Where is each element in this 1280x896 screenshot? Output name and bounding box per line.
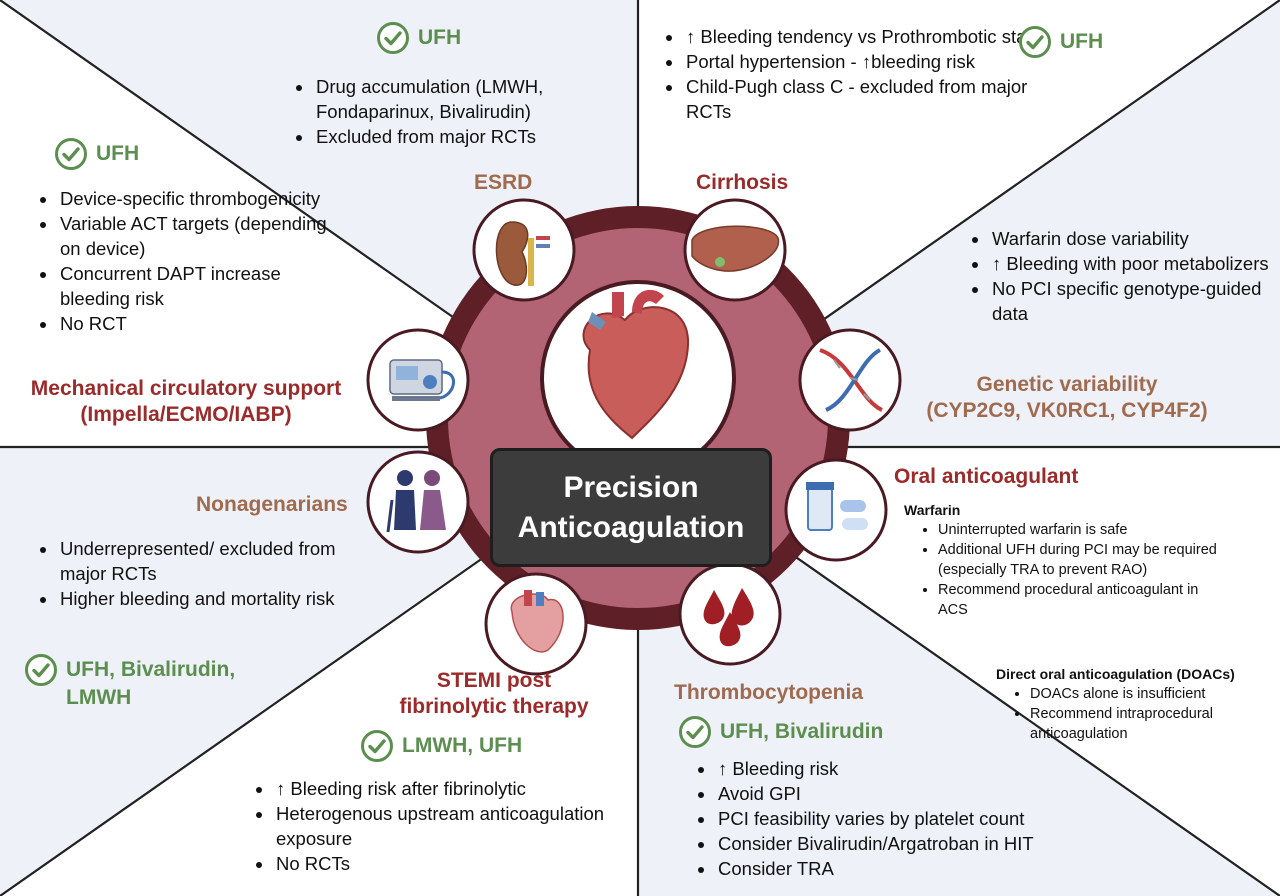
check-circle-icon	[377, 22, 409, 54]
list-item: ↑ Bleeding risk	[716, 756, 1136, 781]
mcs-title-line1: Mechanical circulatory support	[30, 377, 342, 400]
mcs-drug-row: UFH	[54, 138, 140, 171]
cirrhosis-title: Cirrhosis	[696, 171, 789, 194]
cirrhosis-drug: UFH	[1060, 30, 1104, 53]
list-item: Excluded from major RCTs	[314, 124, 604, 149]
list-item: ↑ Bleeding tendency vs Prothrombotic sta…	[684, 24, 1044, 49]
esrd-title: ESRD	[474, 171, 533, 194]
thrombo-bullets: ↑ Bleeding risk Avoid GPI PCI feasibilit…	[692, 756, 1136, 881]
mcs-bullets: Device-specific thrombogenicity Variable…	[34, 186, 348, 336]
list-item: No RCTs	[274, 851, 614, 876]
genetic-bullets: Warfarin dose variability ↑ Bleeding wit…	[966, 226, 1270, 326]
list-item: Avoid GPI	[716, 781, 1136, 806]
center-line2: Anticoagulation	[517, 510, 745, 544]
list-item: Child-Pugh class C - excluded from major…	[684, 74, 1044, 124]
mcs-drug: UFH	[96, 142, 140, 165]
nonagenarians-drug-row: UFH, Bivalirudin, LMWH	[24, 654, 235, 712]
list-item: Drug accumulation (LMWH, Fondaparinux, B…	[314, 74, 604, 124]
icon-circle-oral	[784, 458, 888, 562]
list-item: Device-specific thrombogenicity	[58, 186, 348, 211]
esrd-bullets: Drug accumulation (LMWH, Fondaparinux, B…	[290, 74, 604, 149]
oral-warfarin-bullets: Uninterrupted warfarin is safe Additiona…	[904, 520, 1228, 620]
mcs-title-line2: (Impella/ECMO/IABP)	[80, 403, 292, 426]
elderly-couple-icon	[386, 470, 446, 533]
stemi-drug: LMWH, UFH	[402, 734, 523, 757]
oral-warfarin-head: Warfarin	[904, 502, 961, 518]
list-item: Consider TRA	[716, 856, 1136, 881]
nonagenarians-drug-line2: LMWH	[66, 686, 132, 709]
stemi-title: STEMI post fibrinolytic therapy	[376, 668, 612, 720]
thrombo-drug-row: UFH, Bivalirudin	[678, 716, 884, 749]
genetic-title: Genetic variability (CYP2C9, VK0RC1, CYP…	[900, 372, 1234, 424]
list-item: Concurrent DAPT increase bleeding risk	[58, 261, 348, 311]
stemi-drug-row: LMWH, UFH	[360, 730, 523, 763]
list-item: DOACs alone is insufficient	[1030, 684, 1280, 704]
list-item: Variable ACT targets (depending on devic…	[58, 211, 348, 261]
nonagenarians-drug-line1: UFH, Bivalirudin,	[66, 658, 236, 681]
icon-circle-genetic	[798, 328, 902, 432]
list-item: Recommend intraprocedural anticoagulatio…	[1030, 704, 1280, 744]
list-item: No PCI specific genotype-guided data	[990, 276, 1270, 326]
stemi-bullets: ↑ Bleeding risk after fibrinolytic Heter…	[250, 776, 614, 876]
heart-anatomy-icon	[510, 590, 564, 653]
stemi-title-line2: fibrinolytic therapy	[399, 695, 589, 718]
check-circle-icon	[1019, 26, 1051, 58]
list-item: Consider Bivalirudin/Argatroban in HIT	[716, 831, 1136, 856]
list-item: Additional UFH during PCI may be require…	[938, 540, 1228, 580]
nonagenarians-drug: UFH, Bivalirudin, LMWH	[66, 656, 235, 712]
list-item: ↑ Bleeding risk after fibrinolytic	[274, 776, 614, 801]
list-item: PCI feasibility varies by platelet count	[716, 806, 1136, 831]
center-line1: Precision	[563, 470, 699, 504]
esrd-drug-row: UFH	[376, 22, 462, 55]
genetic-title-line1: Genetic variability	[976, 373, 1158, 396]
pill-bottle-icon	[806, 482, 868, 531]
list-item: Higher bleeding and mortality risk	[58, 586, 358, 611]
list-item: Warfarin dose variability	[990, 226, 1270, 251]
oral-doac-head: Direct oral anticoagulation (DOACs)	[996, 666, 1235, 682]
list-item: Uninterrupted warfarin is safe	[938, 520, 1228, 540]
blood-drops-icon	[703, 588, 754, 647]
thrombo-drug: UFH, Bivalirudin	[720, 720, 884, 743]
nonagenarians-bullets: Underrepresented/ excluded from major RC…	[34, 536, 358, 611]
list-item: Heterogenous upstream anticoagulation ex…	[274, 801, 614, 851]
kidney-icon	[495, 221, 550, 286]
esrd-drug: UFH	[418, 26, 462, 49]
liver-icon	[691, 225, 780, 272]
heart-icon	[582, 289, 690, 440]
oral-doac-bullets: DOACs alone is insufficient Recommend in…	[996, 684, 1280, 744]
oral-title: Oral anticoagulant	[894, 465, 1079, 488]
thrombo-title: Thrombocytopenia	[674, 681, 864, 704]
check-circle-icon	[361, 730, 393, 762]
list-item: ↑ Bleeding with poor metabolizers	[990, 251, 1270, 276]
nonagenarians-title: Nonagenarians	[196, 493, 348, 516]
genetic-title-line2: (CYP2C9, VK0RC1, CYP4F2)	[926, 399, 1208, 422]
list-item: Recommend procedural anticoagulant in AC…	[938, 580, 1228, 620]
dna-icon	[819, 348, 883, 412]
cirrhosis-drug-row: UFH	[1018, 26, 1104, 59]
center-label: Precision Anticoagulation	[490, 448, 772, 567]
check-circle-icon	[55, 138, 87, 170]
list-item: Portal hypertension - ↑bleeding risk	[684, 49, 1044, 74]
check-circle-icon	[25, 654, 57, 686]
check-circle-icon	[679, 716, 711, 748]
ecmo-device-icon	[389, 359, 455, 401]
list-item: No RCT	[58, 311, 348, 336]
icon-circle-nonagenarians	[366, 450, 470, 554]
list-item: Underrepresented/ excluded from major RC…	[58, 536, 358, 586]
mcs-title: Mechanical circulatory support (Impella/…	[24, 376, 348, 428]
stemi-title-line1: STEMI post	[436, 669, 552, 692]
cirrhosis-bullets: ↑ Bleeding tendency vs Prothrombotic sta…	[660, 24, 1044, 124]
